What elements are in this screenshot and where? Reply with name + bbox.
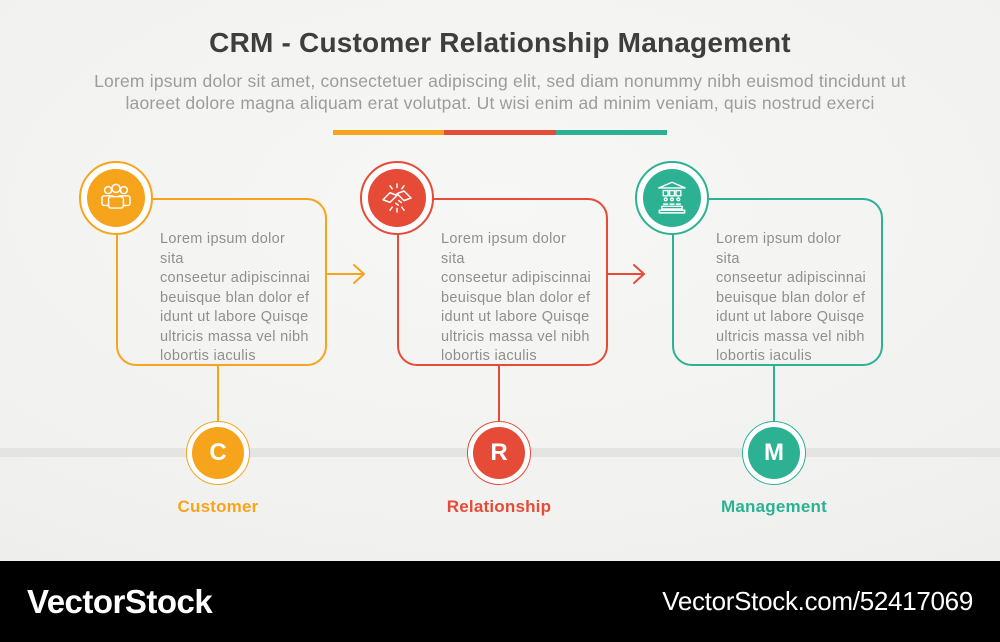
management-letter-ring: M xyxy=(742,421,806,485)
page-title: CRM - Customer Relationship Management xyxy=(209,27,791,58)
relationship-letter: R xyxy=(490,439,508,466)
relationship-letter-badge: R xyxy=(473,427,525,479)
customer-description: Lorem ipsum dolor sita conseetur adipisc… xyxy=(160,231,311,364)
relationship-box: Lorem ipsum dolor sita conseetur adipisc… xyxy=(397,198,608,366)
people-group-icon xyxy=(101,183,131,209)
vectorstock-logo: VectorStock xyxy=(27,582,213,620)
customer-letter-badge: C xyxy=(192,427,244,479)
management-box: Lorem ipsum dolor sita conseetur adipisc… xyxy=(672,198,883,366)
arrow-relationship-to-management-icon xyxy=(607,264,645,284)
customer-box: Lorem ipsum dolor sita conseetur adipisc… xyxy=(116,198,327,366)
watermark-bar: VectorStock VectorStock.com/52417069 xyxy=(0,561,1000,642)
customer-icon-ring xyxy=(79,161,153,235)
relationship-description: Lorem ipsum dolor sita conseetur adipisc… xyxy=(441,231,592,364)
handshake-icon xyxy=(382,183,412,213)
management-icon-ring xyxy=(635,161,709,235)
management-letter: M xyxy=(764,439,784,466)
bank-icon xyxy=(658,181,686,214)
management-icon-circle xyxy=(643,169,701,227)
customer-letter: C xyxy=(209,439,227,466)
management-letter-badge: M xyxy=(748,427,800,479)
divider-segment-red xyxy=(444,130,556,135)
page-subtitle: Lorem ipsum dolor sit amet, consectetuer… xyxy=(94,71,906,113)
customer-icon-circle xyxy=(87,169,145,227)
customer-letter-ring: C xyxy=(186,421,250,485)
relationship-letter-ring: R xyxy=(467,421,531,485)
relationship-label: Relationship xyxy=(446,497,552,516)
relationship-connector-line xyxy=(498,366,500,422)
customer-connector-line xyxy=(217,366,219,422)
step-customer: Lorem ipsum dolor sita conseetur adipisc… xyxy=(79,161,327,523)
step-management: Lorem ipsum dolor sita conseetur adipisc… xyxy=(635,161,883,523)
step-relationship: Lorem ipsum dolor sita conseetur adipisc… xyxy=(360,161,608,523)
relationship-icon-circle xyxy=(368,169,426,227)
divider-segment-orange xyxy=(333,130,445,135)
title-divider xyxy=(333,130,667,135)
vectorstock-credit-url: VectorStock.com/52417069 xyxy=(662,586,973,616)
management-label: Management xyxy=(721,497,827,516)
divider-segment-teal xyxy=(555,130,667,135)
management-description: Lorem ipsum dolor sita conseetur adipisc… xyxy=(716,231,867,364)
relationship-icon-ring xyxy=(360,161,434,235)
arrow-customer-to-relationship-icon xyxy=(327,264,365,284)
customer-label: Customer xyxy=(177,497,259,516)
management-connector-line xyxy=(773,366,775,422)
